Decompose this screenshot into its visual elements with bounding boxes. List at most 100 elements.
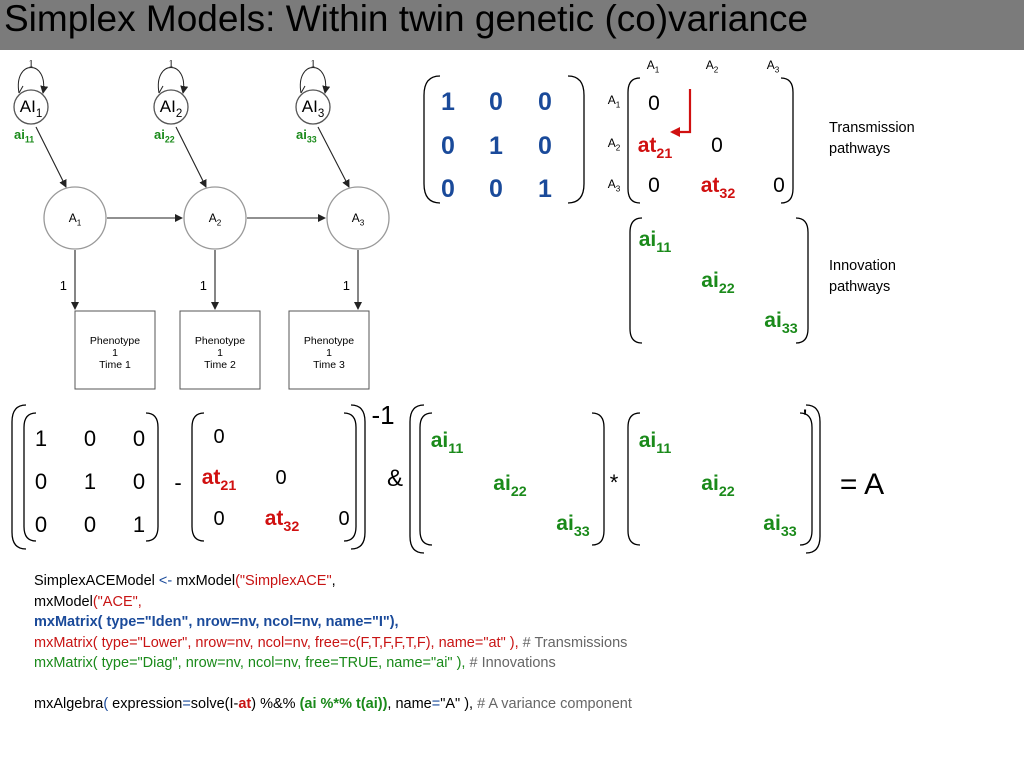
result-label: = A xyxy=(840,468,884,501)
code-token: at xyxy=(238,696,252,712)
code-line-2: mxModel("ACE", xyxy=(34,592,632,613)
innovation-node xyxy=(153,89,189,125)
transmission2-cell: 0 xyxy=(213,426,224,448)
transmission2-cell: 0 xyxy=(213,508,224,530)
identity2-bracket-right xyxy=(145,412,159,542)
transmission-cell: 0 xyxy=(648,174,660,197)
identity-bracket-right xyxy=(567,75,585,204)
phenotype-box xyxy=(288,310,370,390)
identity2-cell: 1 xyxy=(84,469,96,494)
path-diagram: 1AI1ai111AI2ai221AI3ai33A11A21A31Phenoty… xyxy=(13,59,390,390)
identity-cell: 0 xyxy=(441,132,455,160)
ai2-cell-ai22: ai22 xyxy=(701,472,734,500)
identity-cell: 0 xyxy=(538,88,552,116)
code-line-3: mxMatrix( type="Iden", nrow=nv, ncol=nv,… xyxy=(34,614,399,630)
loading-label: 1 xyxy=(60,278,67,293)
identity-cell: 1 xyxy=(441,88,455,116)
ai2-bracket-right xyxy=(799,412,813,546)
times-sign: * xyxy=(610,470,619,495)
code-line-1: SimplexACEModel <- mxModel("SimplexACE", xyxy=(34,571,632,592)
ai2-cell-ai33: ai33 xyxy=(763,512,796,540)
row-header: A3 xyxy=(608,177,621,193)
code-token: <- xyxy=(158,573,173,589)
code-token: SimplexACEModel xyxy=(34,573,159,589)
code-line-4: mxMatrix( type="Lower", nrow=nv, ncol=nv… xyxy=(34,633,632,654)
code-token: , name xyxy=(387,696,432,712)
identity2-cell: 0 xyxy=(84,512,96,537)
code-token: ("SimplexACE" xyxy=(235,573,332,589)
transmission-cell-at21: at21 xyxy=(638,134,673,162)
innovation-caption: Innovation xyxy=(829,258,896,274)
innovation-path-label: ai11 xyxy=(14,127,34,145)
ai2-cell-ai11: ai11 xyxy=(639,429,672,457)
transpose-mark: ' xyxy=(803,405,808,432)
code-block: SimplexACEModel <- mxModel("SimplexACE",… xyxy=(34,571,632,715)
identity-cell: 1 xyxy=(538,175,552,203)
identity2-cell: 1 xyxy=(133,512,145,537)
phenotype-label: Phenotype xyxy=(195,335,245,347)
outer2-bracket-right xyxy=(805,404,821,554)
loading-label: 1 xyxy=(200,278,207,293)
quadratic-operator: & xyxy=(387,465,403,492)
latent-node-label: A2 xyxy=(209,211,222,227)
innovation-node-label: AI1 xyxy=(20,97,42,120)
transmission-bracket-left xyxy=(627,77,641,204)
outer-bracket-left xyxy=(11,404,27,550)
phenotype-label: Phenotype xyxy=(304,335,354,347)
innovation-path-label: ai22 xyxy=(154,127,175,145)
code-token: mxModel xyxy=(34,593,93,610)
col-header: A1 xyxy=(647,58,660,74)
latent-node xyxy=(326,186,390,250)
phenotype-label: 1 xyxy=(217,347,223,359)
identity-cell: 1 xyxy=(489,132,503,160)
innovation-cell-ai33: ai33 xyxy=(764,309,797,337)
code-token: mxMatrix( type="Diag", nrow=nv, ncol=nv,… xyxy=(34,655,466,671)
code-comment: # Transmissions xyxy=(518,634,628,651)
code-token: expression xyxy=(108,696,183,712)
transmission-bracket-right xyxy=(780,77,794,204)
phenotype-label: Time 1 xyxy=(99,359,131,371)
code-token: ( xyxy=(103,696,109,712)
loop-arrowhead-left xyxy=(18,85,24,94)
code-line-7: mxAlgebra( expression=solve(I-at) %&% (a… xyxy=(34,694,632,715)
code-token: solve(I- xyxy=(190,696,239,712)
identity2-cell: 0 xyxy=(133,469,145,494)
innovation-bracket-right xyxy=(795,217,809,344)
innovation-arrow xyxy=(317,126,350,188)
transmission-caption: Transmission xyxy=(829,120,915,136)
identity-cell: 0 xyxy=(489,175,503,203)
minus-sign: - xyxy=(174,470,181,495)
phenotype-label: 1 xyxy=(112,347,118,359)
transmission2-cell-at32: at32 xyxy=(265,507,300,535)
code-comment: # Innovations xyxy=(465,655,556,671)
identity2-bracket-left xyxy=(23,412,37,542)
code-token: mxAlgebra xyxy=(34,696,104,712)
title-bar: Simplex Models: Within twin genetic (co)… xyxy=(0,0,1024,50)
code-token: (ai %*% t(ai)) xyxy=(299,696,388,712)
code-line-5: mxMatrix( type="Diag", nrow=nv, ncol=nv,… xyxy=(34,653,632,674)
ai1-cell-ai22: ai22 xyxy=(493,472,526,500)
latent-node xyxy=(183,186,247,250)
loop-label: 1 xyxy=(311,59,316,70)
code-token: , xyxy=(331,573,336,589)
innovation-caption: pathways xyxy=(829,279,890,295)
code-comment: # A variance component xyxy=(473,696,632,712)
ai1-cell-ai11: ai11 xyxy=(431,429,464,457)
pointer-arrow xyxy=(670,89,692,137)
code-token: ) %&% xyxy=(251,696,300,712)
identity-cell: 0 xyxy=(489,88,503,116)
innovation-cell-ai22: ai22 xyxy=(701,269,734,297)
row-header: A1 xyxy=(608,93,621,109)
row-header: A2 xyxy=(608,136,621,152)
transmission2-cell: 0 xyxy=(275,467,286,489)
code-token: = xyxy=(182,696,191,712)
identity2-cell: 0 xyxy=(35,512,47,537)
variance-loop xyxy=(157,67,189,94)
loop-arrowhead-left xyxy=(300,85,306,94)
phenotype-box xyxy=(179,310,261,390)
transmission-caption: pathways xyxy=(829,141,890,157)
loading-label: 1 xyxy=(343,278,350,293)
phenotype-label: Phenotype xyxy=(90,335,140,347)
